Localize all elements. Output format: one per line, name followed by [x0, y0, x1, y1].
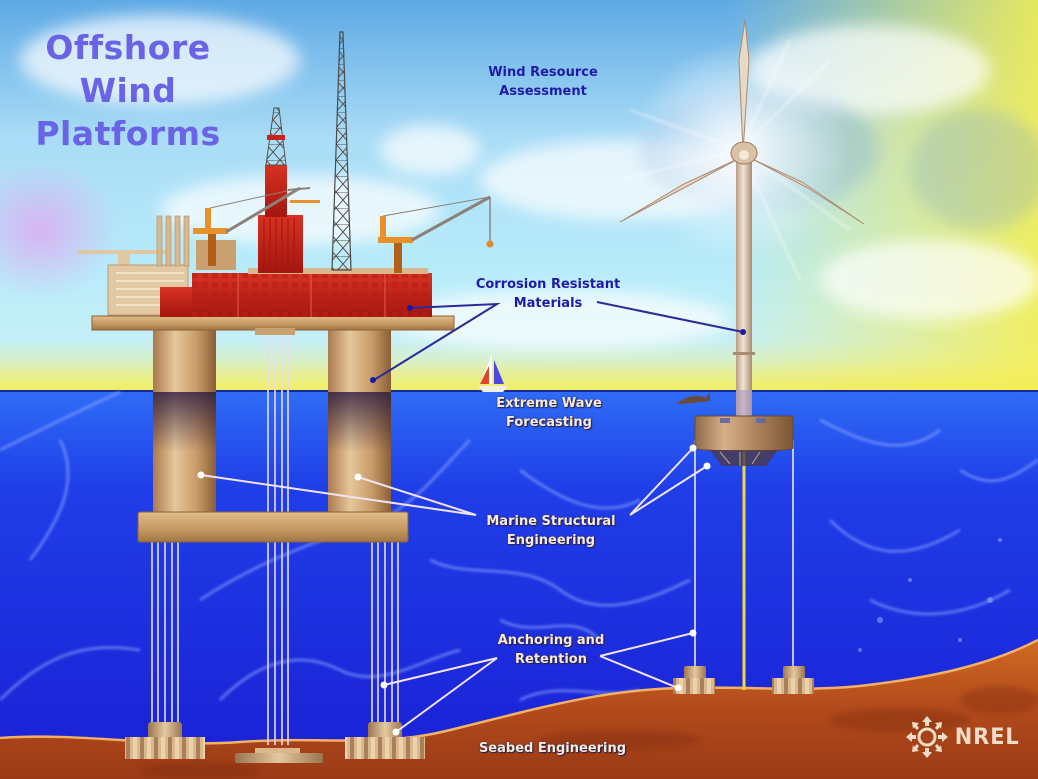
label-seabed-engineering: Seabed Engineering [470, 739, 635, 758]
label-line: Retention [515, 652, 587, 667]
crane-left [193, 186, 301, 266]
semi-submersible-platform [78, 31, 494, 763]
sailboat [478, 354, 508, 392]
callout-lines-marine [197, 444, 711, 516]
platform-anchor-right [345, 722, 425, 759]
title-line-1: Offshore [45, 28, 211, 67]
label-line: Extreme Wave [496, 396, 602, 411]
label-anchoring-and-retention: Anchoring and Retention [486, 631, 616, 669]
turbine-anchor-left [673, 666, 715, 694]
label-line: Wind Resource [488, 65, 598, 80]
nrel-logo-text: NREL [954, 724, 1020, 750]
turbine-anchor-right [772, 666, 814, 694]
platform-anchor-left [125, 722, 205, 759]
label-line: Marine Structural [486, 514, 616, 529]
sky [0, 0, 1038, 392]
floating-wind-turbine [619, 19, 865, 694]
label-marine-structural-engineering: Marine Structural Engineering [476, 512, 626, 550]
nrel-logo: NREL [905, 716, 1021, 758]
diagram-title: Offshore Wind Platforms [28, 26, 228, 155]
callout-lines-corrosion [370, 301, 746, 383]
label-line: Seabed Engineering [478, 741, 627, 756]
callout-lines-anchoring [380, 629, 697, 736]
title-line-2: Wind [79, 71, 177, 110]
label-line: Corrosion Resistant [475, 277, 621, 292]
label-line: Materials [513, 296, 583, 311]
label-line: Engineering [506, 533, 596, 548]
nrel-compass-logo-icon [906, 716, 948, 758]
dolphin [676, 392, 710, 404]
title-line-3: Platforms [35, 114, 221, 153]
label-wind-resource-assessment: Wind Resource Assessment [478, 63, 608, 101]
crane-right [378, 195, 494, 273]
label-line: Forecasting [506, 415, 592, 430]
label-line: Assessment [499, 84, 587, 99]
platform-anchor-center [235, 748, 323, 763]
label-corrosion-resistant-materials: Corrosion Resistant Materials [468, 275, 628, 313]
label-extreme-wave-forecasting: Extreme Wave Forecasting [484, 394, 614, 432]
label-line: Anchoring and [497, 633, 605, 648]
